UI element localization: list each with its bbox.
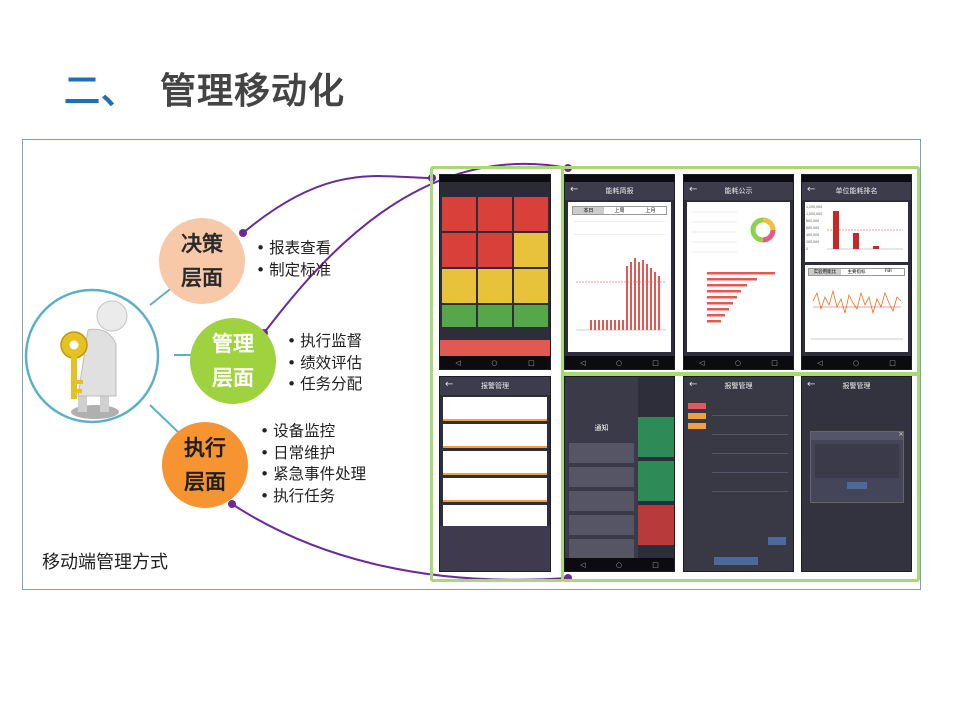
phone-alarm-list: ←报警管理 (439, 376, 551, 572)
execution-item: 紧急事件处理 (260, 464, 366, 486)
management-item: 执行监督 (287, 331, 362, 353)
layer-execution-line2: 层面 (184, 470, 226, 494)
notify-item[interactable] (569, 539, 634, 559)
execution-item: 执行任务 (260, 486, 366, 508)
phone-report: ←能耗简报 本日 上周 上月 ◁○□ (564, 174, 675, 370)
alarm-row[interactable] (712, 441, 788, 454)
tile-grid (442, 197, 548, 337)
rank-tabs: 实验用能比 主要指标 FBI (808, 268, 905, 276)
dashboard-tile[interactable] (514, 305, 548, 327)
dashboard-tile[interactable] (478, 305, 512, 327)
dashboard-tile[interactable] (442, 233, 476, 267)
phone-alarm-detail: ←报警管理 (683, 376, 794, 572)
phone-alarm-dialog: ←报警管理 × (801, 376, 912, 572)
report-title: 能耗简报 (605, 187, 634, 195)
decision-item: 报表查看 (256, 238, 331, 260)
slide-title: 二、管理移动化 (64, 62, 345, 114)
tile-grid-row (442, 197, 548, 231)
rank-tab[interactable]: 实验用能比 (809, 269, 841, 275)
alarm-dialog (810, 431, 904, 503)
notify-item[interactable] (569, 443, 634, 463)
rank-tab[interactable]: 主要指标 (847, 270, 866, 275)
decision-item: 制定标准 (256, 260, 331, 282)
alarm-row[interactable] (712, 479, 788, 492)
report-bar-chart (576, 258, 666, 331)
report-tab[interactable]: 上周 (614, 208, 625, 214)
alarm-list (443, 397, 547, 532)
notice-title: 能耗公示 (724, 187, 753, 195)
report-tab[interactable]: 上月 (645, 208, 656, 214)
dialog-ok-button[interactable] (847, 482, 867, 489)
layer-execution-line1: 执行 (184, 436, 226, 460)
dashboard-tile[interactable] (478, 197, 512, 231)
dashboard-tile[interactable] (478, 233, 512, 267)
phone-notice: ←能耗公示 ◁○□ (683, 174, 794, 370)
decision-items: 报表查看 制定标准 (256, 238, 331, 281)
tile-grid-row (442, 305, 548, 327)
dashboard-tile[interactable] (442, 269, 476, 303)
dashboard-tile[interactable] (514, 269, 548, 303)
alarm-submit-button[interactable] (714, 557, 758, 565)
layer-decision: 决策 层面 (159, 218, 245, 304)
dashboard-tile[interactable] (514, 233, 548, 267)
layer-decision-line2: 层面 (181, 266, 223, 290)
frame-caption: 移动端管理方式 (42, 552, 168, 573)
rank-y-label: 0 (806, 247, 808, 251)
notify-item[interactable] (569, 515, 634, 535)
rank-tab[interactable]: FBI (884, 269, 892, 274)
alarm-dialog-close-icon[interactable]: × (898, 430, 904, 438)
layer-execution: 执行 层面 (162, 422, 248, 508)
dashboard-tile[interactable] (478, 269, 512, 303)
alarm-row[interactable] (712, 403, 788, 416)
notify-item[interactable] (569, 467, 634, 487)
management-items: 执行监督 绩效评估 任务分配 (287, 331, 362, 396)
alarm-row[interactable] (712, 460, 788, 473)
rank-y-label: 200,000 (806, 240, 819, 244)
tile-grid-row (442, 269, 548, 303)
report-tab[interactable]: 本日 (573, 207, 604, 214)
execution-item: 设备监控 (260, 421, 366, 443)
section-title: 管理移动化 (160, 71, 346, 112)
phone-dashboard: ◁○□ (439, 174, 551, 370)
layer-management-line2: 层面 (212, 366, 254, 390)
phone-notify: 通知 ◁○□ (564, 376, 675, 572)
report-tabs: 本日 上周 上月 (572, 206, 667, 215)
screens-group-bottom (561, 372, 920, 582)
phone-rank: ←单位能耗排名 1,200,000 1,000,000 800,000 600,… (801, 174, 912, 370)
alarm-item[interactable] (443, 397, 547, 421)
notice-chart (691, 211, 776, 323)
management-item: 任务分配 (287, 374, 362, 396)
alarm-item[interactable] (443, 424, 547, 448)
alarm-row[interactable] (712, 422, 788, 435)
layer-management: 管理 层面 (190, 318, 276, 404)
execution-items: 设备监控 日常维护 紧急事件处理 执行任务 (260, 421, 366, 507)
tile-grid-row (442, 233, 548, 267)
rank-y-label: 1,000,000 (806, 212, 822, 216)
alarm-confirm-button[interactable] (768, 537, 786, 545)
section-number: 二、 (64, 71, 139, 112)
notify-title: 通知 (594, 424, 609, 432)
rank-title: 单位能耗排名 (835, 187, 878, 195)
execution-item: 日常维护 (260, 443, 366, 465)
alarm-detail-title: 报警管理 (724, 382, 753, 390)
dashboard-tile[interactable] (514, 197, 548, 231)
rank-line-chart (811, 289, 903, 340)
notify-item[interactable] (569, 491, 634, 511)
layer-decision-line1: 决策 (181, 232, 223, 256)
dashboard-tile[interactable] (442, 305, 476, 327)
alarm-item[interactable] (443, 451, 547, 475)
management-item: 绩效评估 (287, 353, 362, 375)
alarm-item[interactable] (443, 478, 547, 502)
alarm-rows (712, 403, 788, 498)
dashboard-tile[interactable] (442, 197, 476, 231)
rank-bar-chart: 1,200,000 1,000,000 800,000 600,000 400,… (806, 205, 903, 251)
rank-y-label: 1,200,000 (806, 205, 822, 209)
rank-y-label: 600,000 (806, 226, 819, 230)
rank-y-label: 400,000 (806, 233, 819, 237)
alarm-title: 报警管理 (481, 382, 509, 390)
layer-management-line1: 管理 (212, 332, 254, 356)
rank-y-label: 800,000 (806, 219, 819, 223)
alarm-dialog-title: 报警管理 (842, 382, 871, 390)
